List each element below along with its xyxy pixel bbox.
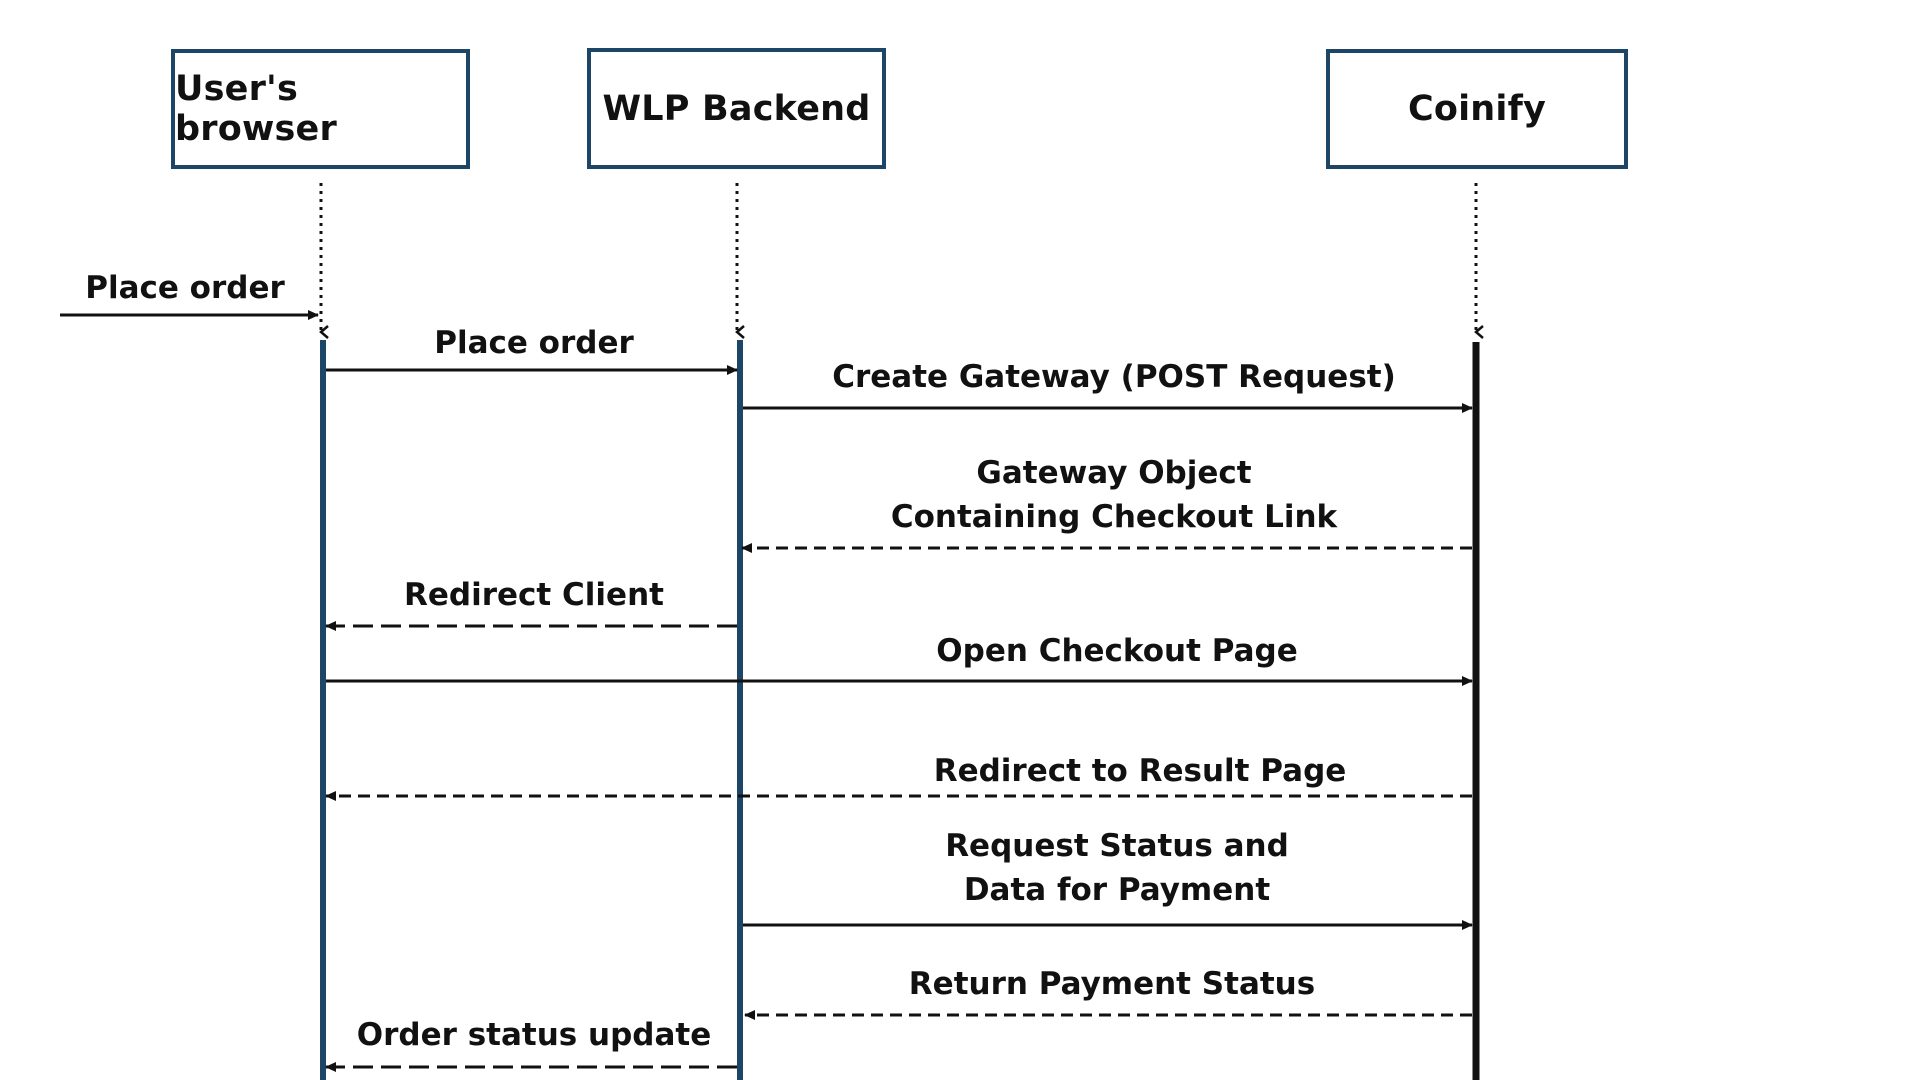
- message-label-request-status: Request Status and Data for Payment: [945, 824, 1289, 912]
- message-label-line: Create Gateway (POST Request): [832, 359, 1396, 395]
- message-label-line: Gateway Object: [976, 455, 1252, 491]
- message-label-line: Open Checkout Page: [936, 633, 1298, 669]
- message-label-place-order-external: Place order: [85, 266, 285, 310]
- participant-users-browser: User's browser: [171, 49, 470, 169]
- participant-coinify: Coinify: [1326, 49, 1628, 169]
- participant-wlp-backend: WLP Backend: [587, 48, 886, 169]
- message-label-order-status-update: Order status update: [357, 1013, 711, 1057]
- message-label-line: Place order: [85, 270, 285, 306]
- message-label-place-order: Place order: [434, 321, 634, 365]
- message-label-line: Return Payment Status: [908, 966, 1316, 1002]
- message-label-line: Redirect to Result Page: [933, 753, 1347, 789]
- message-label-line: Request Status and: [945, 828, 1289, 864]
- message-label-line: Order status update: [356, 1017, 712, 1053]
- message-label-line: Redirect Client: [404, 577, 664, 613]
- message-label-line: Data for Payment: [963, 872, 1271, 908]
- message-label-return-payment-status: Return Payment Status: [909, 962, 1315, 1006]
- message-label-create-gateway: Create Gateway (POST Request): [832, 355, 1396, 399]
- message-label-gateway-object: Gateway Object Containing Checkout Link: [891, 451, 1337, 539]
- message-label-open-checkout: Open Checkout Page: [936, 629, 1297, 673]
- message-label-line: Containing Checkout Link: [890, 499, 1338, 535]
- message-label-line: Place order: [434, 325, 634, 361]
- message-label-redirect-result: Redirect to Result Page: [934, 749, 1347, 793]
- message-label-redirect-client: Redirect Client: [404, 573, 664, 617]
